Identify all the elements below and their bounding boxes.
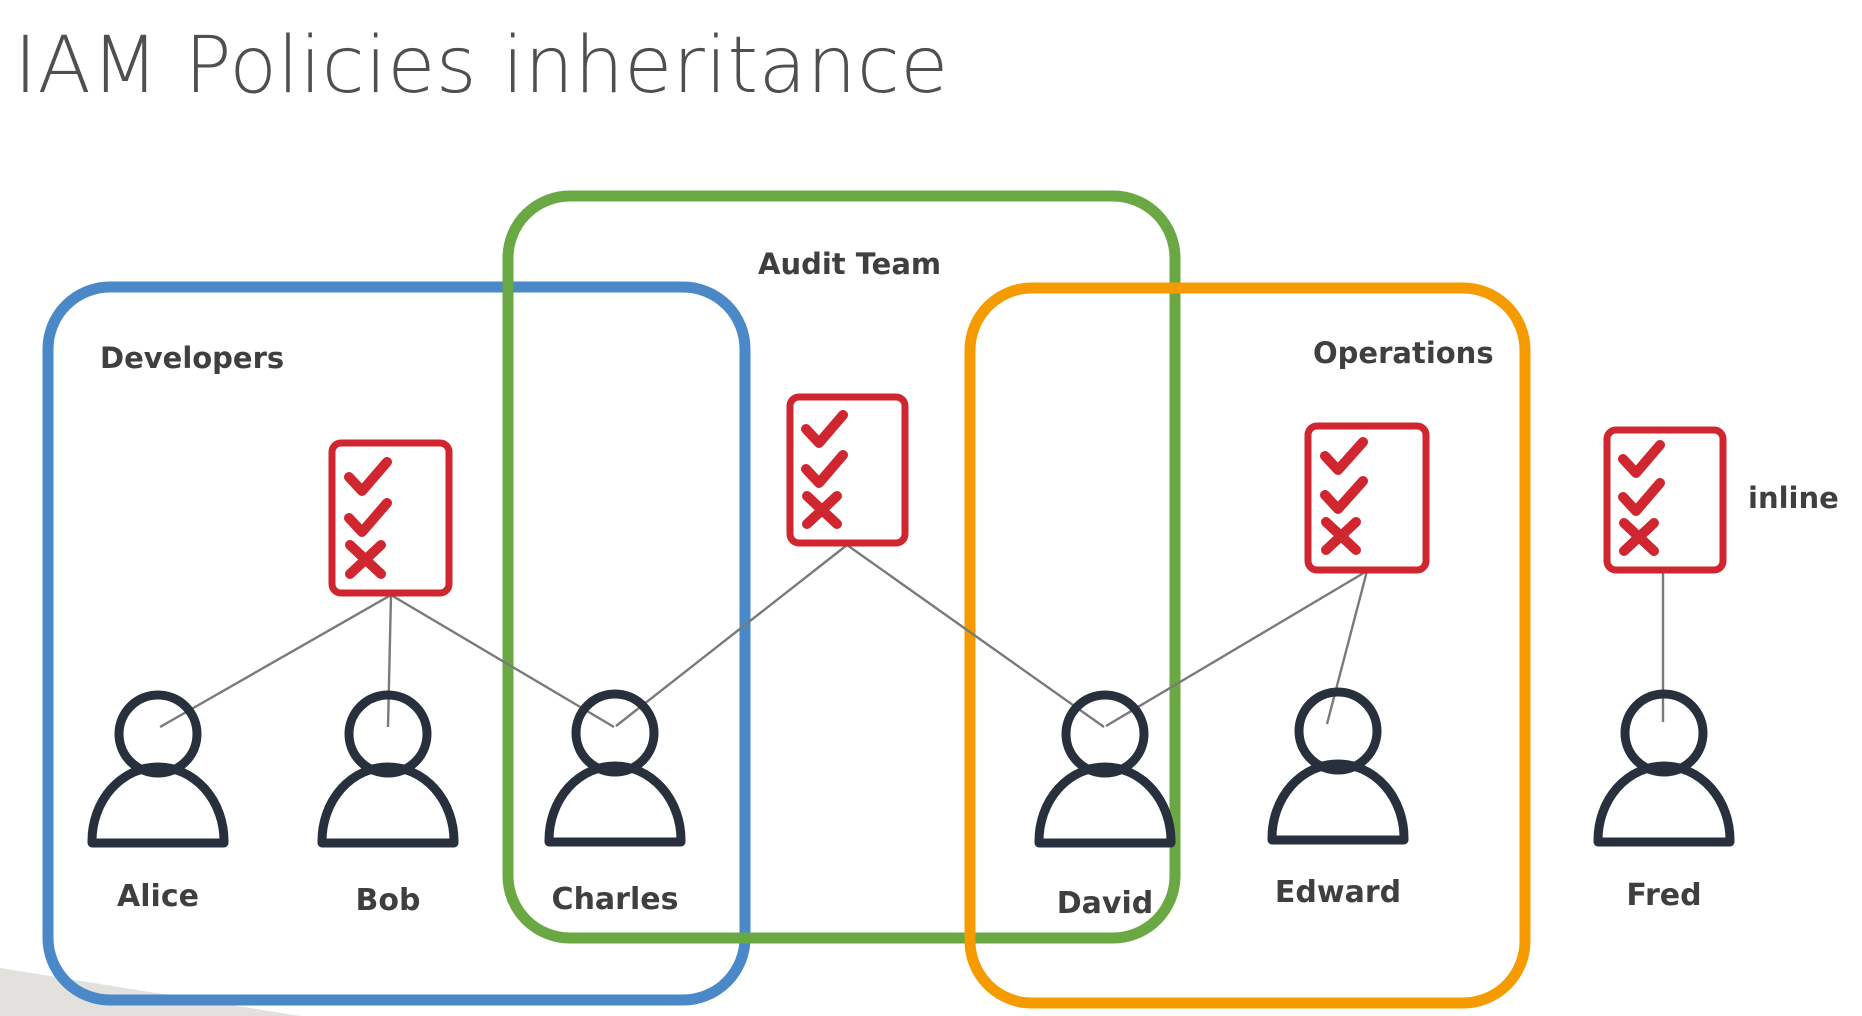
group-label-audit-team: Audit Team [758, 247, 942, 281]
person-label-fred: Fred [1626, 878, 1702, 913]
policy-card-audit-team[interactable] [786, 393, 909, 547]
policy-card-fred-inline[interactable] [1603, 426, 1727, 574]
person-label-edward: Edward [1274, 875, 1402, 910]
check-mark-icon [1618, 440, 1665, 478]
policy-connectors [159, 544, 1665, 729]
connector-devpolicy-alice [159, 593, 392, 729]
person-label-bob: Bob [355, 883, 421, 918]
group-label-operations: Operations [1313, 336, 1494, 370]
cross-mark-icon [802, 491, 842, 529]
person-label-alice: Alice [117, 879, 199, 914]
policy-card-developers[interactable] [328, 439, 453, 597]
person-icon-david[interactable] [1039, 695, 1171, 843]
check-mark-icon [344, 457, 392, 496]
connector-opspolicy-edward [1325, 570, 1369, 725]
cross-mark-icon [345, 540, 386, 579]
person-label-charles: Charles [551, 882, 679, 917]
connector-devpolicy-bob [386, 594, 393, 728]
group-label-developers: Developers [100, 341, 285, 375]
people-icons [92, 692, 1730, 843]
connector-auditpolicy-charles [615, 544, 848, 727]
person-icon-alice[interactable] [92, 695, 224, 843]
check-mark-icon [801, 410, 848, 448]
check-mark-icon [344, 498, 392, 537]
cross-mark-icon [1321, 517, 1361, 555]
page-title: IAM Policies inheritance [14, 21, 949, 111]
check-mark-icon [1320, 437, 1368, 475]
person-icon-charles[interactable] [549, 694, 681, 842]
person-icon-edward[interactable] [1272, 692, 1404, 840]
connector-auditpolicy-david [846, 544, 1105, 728]
connector-devpolicy-charles [390, 593, 615, 729]
policy-card-operations[interactable] [1304, 422, 1430, 574]
group-box-operations[interactable] [964, 282, 1531, 1009]
group-box-audit-team[interactable] [502, 190, 1181, 944]
check-mark-icon [801, 450, 848, 488]
connector-opspolicy-david [1105, 569, 1368, 728]
person-label-david: David [1056, 886, 1154, 921]
check-mark-icon [1618, 478, 1665, 516]
check-mark-icon [1320, 476, 1368, 514]
cross-mark-icon [1619, 518, 1659, 556]
group-boundaries [42, 190, 1531, 1009]
group-box-developers[interactable] [42, 281, 751, 1006]
inline-policy-annotation: inline [1748, 481, 1839, 515]
